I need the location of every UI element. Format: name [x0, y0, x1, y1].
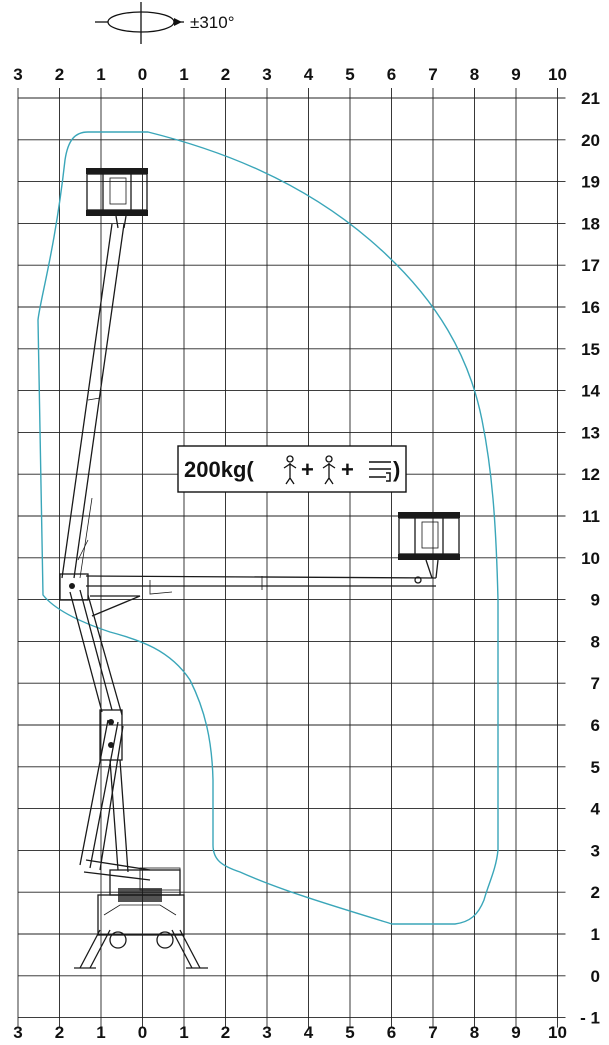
x-tick-label-top: 7 [428, 65, 437, 84]
y-tick-label: 17 [581, 256, 600, 275]
x-tick-label-bottom: 6 [387, 1023, 396, 1042]
x-tick-label-top: 2 [55, 65, 64, 84]
chassis [74, 867, 208, 969]
x-tick-label-top: 9 [511, 65, 520, 84]
y-tick-label: 11 [582, 507, 600, 526]
tools-icon [369, 461, 391, 482]
x-tick-label-top: 4 [304, 65, 314, 84]
y-tick-label: 13 [581, 423, 600, 442]
upper-basket [86, 168, 148, 229]
x-tick-label-bottom: 3 [262, 1023, 271, 1042]
y-tick-label: 14 [581, 382, 600, 401]
x-tick-label-bottom: 9 [511, 1023, 520, 1042]
x-tick-label-top: 8 [470, 65, 479, 84]
load-plus-1: + [301, 457, 314, 482]
load-plus-2: + [341, 457, 354, 482]
grid [17, 88, 566, 1028]
y-tick-label: 9 [591, 591, 600, 610]
x-tick-label-bottom: 2 [55, 1023, 64, 1042]
x-tick-label-bottom: 3 [13, 1023, 22, 1042]
lower-basket [398, 512, 460, 579]
x-tick-label-bottom: 8 [470, 1023, 479, 1042]
load-capacity-label: 200kg( + + ) [177, 445, 407, 493]
load-text-prefix: 200kg( [184, 457, 254, 482]
x-tick-label-top: 6 [387, 65, 396, 84]
y-tick-label: 18 [581, 214, 600, 233]
x-tick-label-top: 2 [221, 65, 230, 84]
x-tick-label-bottom: 1 [179, 1023, 188, 1042]
x-tick-label-top: 10 [548, 65, 567, 84]
y-tick-label: 20 [581, 131, 600, 150]
x-tick-label-bottom: 10 [548, 1023, 567, 1042]
x-tick-label-bottom: 2 [221, 1023, 230, 1042]
x-tick-label-top: 5 [345, 65, 354, 84]
person-icon [283, 455, 297, 485]
y-tick-label: 10 [581, 549, 600, 568]
rotation-icon [95, 2, 184, 44]
y-tick-label: 21 [581, 89, 600, 108]
x-tick-label-top: 3 [13, 65, 22, 84]
y-tick-label: 6 [591, 716, 600, 735]
y-tick-label: 15 [581, 340, 600, 359]
person-icon [322, 455, 336, 485]
y-tick-label: 4 [591, 800, 601, 819]
y-tick-label: 7 [591, 674, 600, 693]
load-text-suffix: ) [393, 457, 400, 482]
x-tick-label-bottom: 0 [138, 1023, 147, 1042]
y-tick-label: - 1 [580, 1009, 600, 1028]
y-tick-label: 16 [581, 298, 600, 317]
rotation-label: ±310° [190, 13, 235, 32]
rotation-indicator: ±310° [95, 2, 235, 44]
y-tick-label: 19 [581, 173, 600, 192]
x-tick-label-bottom: 5 [345, 1023, 354, 1042]
aerial-platform-machine [59, 168, 460, 969]
y-tick-label: 1 [591, 925, 600, 944]
y-tick-label: 3 [591, 841, 600, 860]
x-tick-label-top: 0 [138, 65, 147, 84]
working-envelope [37, 131, 499, 925]
y-tick-label: 8 [591, 632, 600, 651]
x-tick-label-top: 3 [262, 65, 271, 84]
y-tick-label: 5 [591, 758, 600, 777]
y-tick-label: 12 [581, 465, 600, 484]
x-tick-label-bottom: 4 [304, 1023, 314, 1042]
y-tick-label: 2 [591, 883, 600, 902]
x-tick-label-bottom: 7 [428, 1023, 437, 1042]
x-tick-label-top: 1 [96, 65, 105, 84]
x-tick-label-bottom: 1 [96, 1023, 105, 1042]
x-tick-label-top: 1 [179, 65, 188, 84]
y-tick-label: 0 [591, 967, 600, 986]
